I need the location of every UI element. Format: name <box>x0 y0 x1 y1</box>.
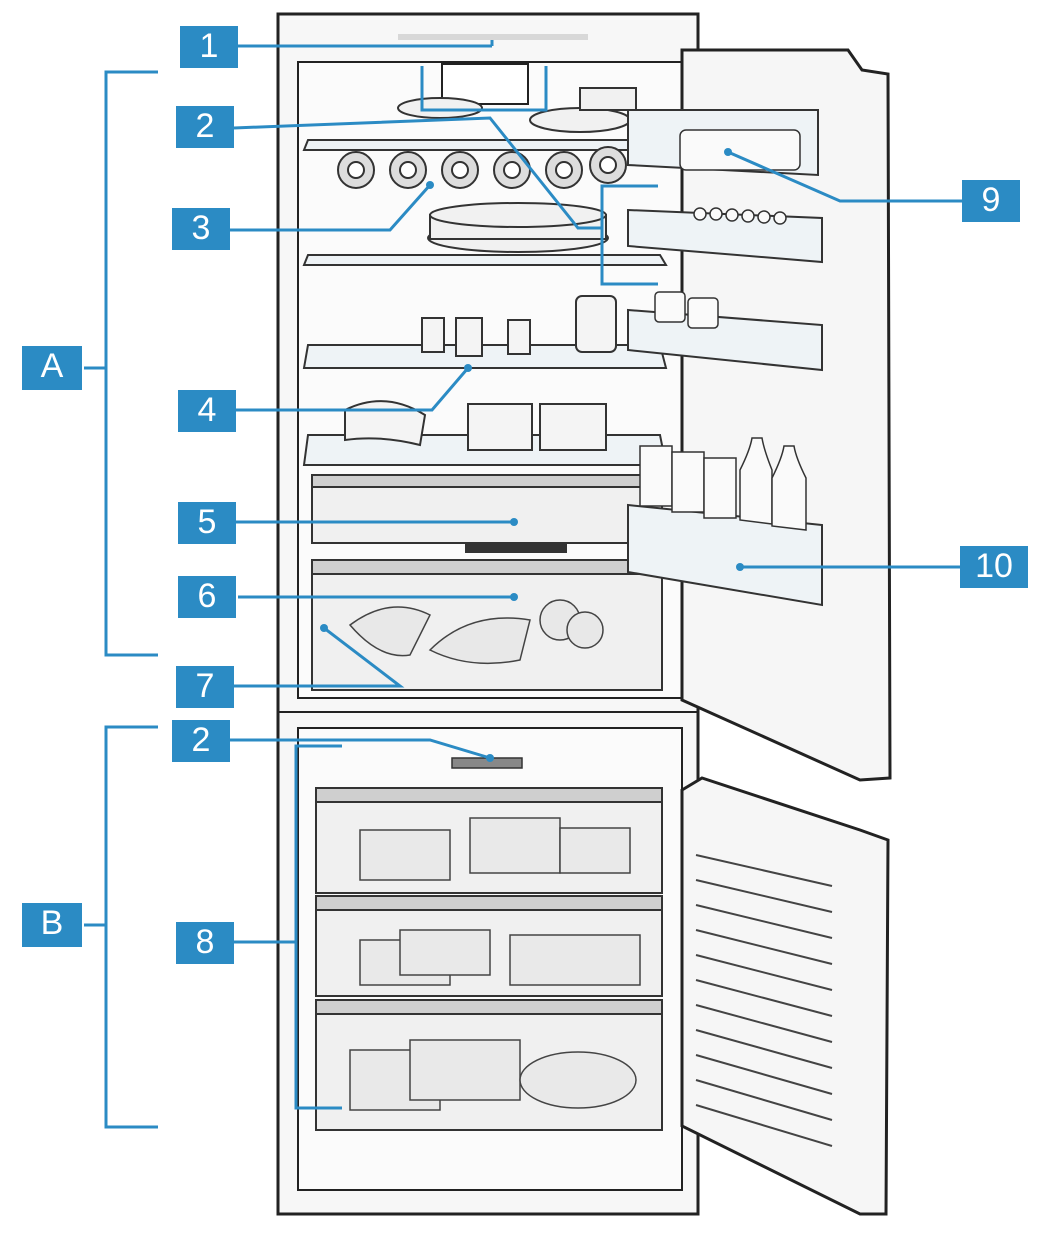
door-shelf-mid <box>627 308 823 372</box>
callout-6: 6 <box>178 576 236 618</box>
callout-2-bottom: 2 <box>172 720 230 762</box>
control-display <box>398 34 588 40</box>
food-containers <box>344 400 607 451</box>
zone-brackets <box>84 70 158 1129</box>
door-shelf-eggs <box>627 208 823 264</box>
callout-7: 7 <box>176 666 234 708</box>
callout-4: 4 <box>178 390 236 432</box>
callout-9: 9 <box>962 180 1020 222</box>
cake <box>427 202 609 253</box>
freezer-door-ridges <box>695 854 833 1147</box>
callout-3: 3 <box>172 208 230 250</box>
leader-lines <box>228 40 962 1110</box>
callout-10: 10 <box>960 546 1028 588</box>
callout-8: 8 <box>176 922 234 964</box>
callout-5: 5 <box>178 502 236 544</box>
freezer-door <box>680 776 890 1216</box>
zone-label-a: A <box>22 346 82 390</box>
interior-light <box>441 63 529 105</box>
callout-2-top: 2 <box>176 106 234 148</box>
callout-1: 1 <box>180 26 238 68</box>
cups <box>421 295 617 357</box>
zone-label-b: B <box>22 903 82 947</box>
